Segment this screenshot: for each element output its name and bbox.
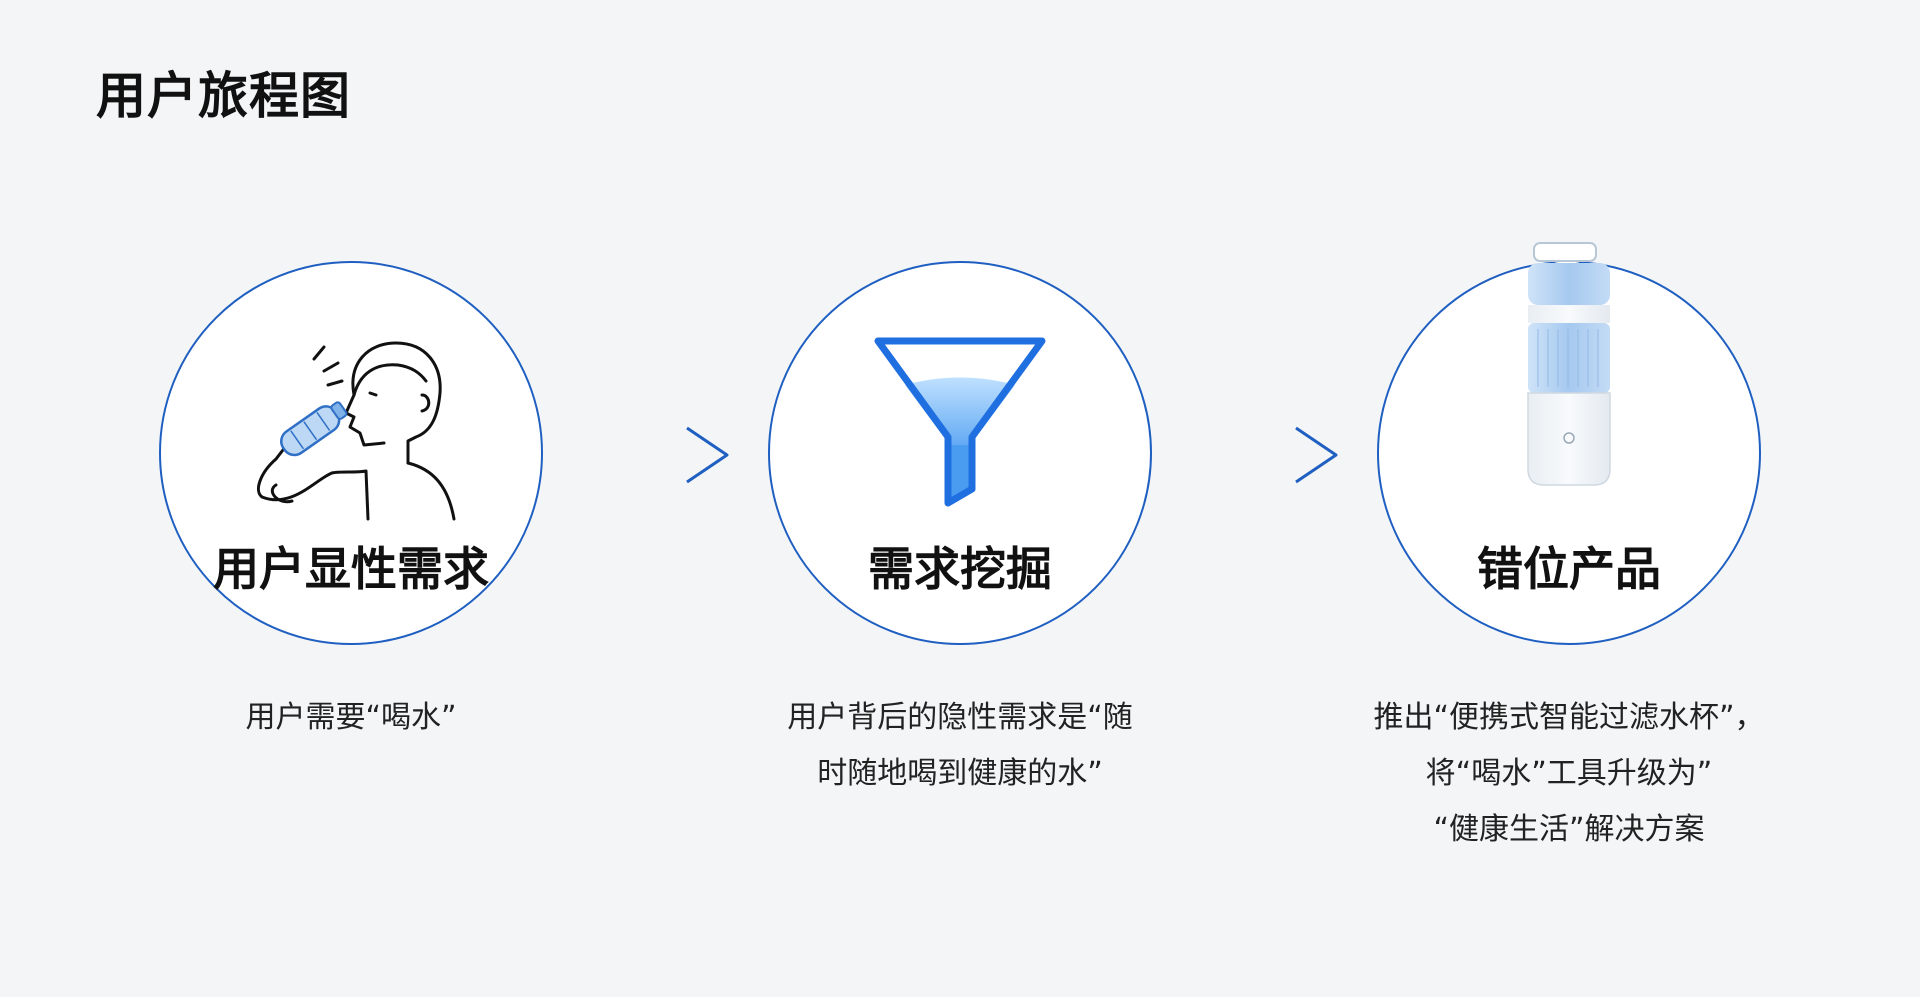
step-circle-user-explicit-need: 用户显性需求 <box>159 261 543 645</box>
step-circle-need-mining: 需求挖掘 <box>768 261 1152 645</box>
description-line: 用户需要“喝水” <box>245 700 457 735</box>
person-drinking-water-icon <box>236 323 466 523</box>
description-line: “健康生活”解决方案 <box>1433 812 1705 847</box>
step-description-1: 用户需要“喝水” <box>131 690 571 746</box>
funnel-icon <box>870 333 1050 508</box>
step-title: 错位产品 <box>1477 542 1661 596</box>
step-title: 需求挖掘 <box>868 542 1052 596</box>
step-description-3: 推出“便携式智能过滤水杯”， 将“喝水”工具升级为” “健康生活”解决方案 <box>1349 690 1789 858</box>
description-line: 将“喝水”工具升级为” <box>1425 756 1713 791</box>
description-line: 用户背后的隐性需求是“随 <box>787 700 1133 735</box>
page-title: 用户旅程图 <box>96 67 351 125</box>
arrow-right-icon <box>585 426 729 484</box>
arrow-right-icon <box>1194 426 1338 484</box>
description-line: 时随地喝到健康的水” <box>817 756 1103 791</box>
step-circle-misaligned-product: 错位产品 <box>1377 242 1761 645</box>
water-bottle-icon <box>1504 233 1634 493</box>
description-line: 推出“便携式智能过滤水杯”， <box>1373 700 1765 735</box>
step-title: 用户显性需求 <box>213 542 489 596</box>
step-description-2: 用户背后的隐性需求是“随 时随地喝到健康的水” <box>740 690 1180 802</box>
